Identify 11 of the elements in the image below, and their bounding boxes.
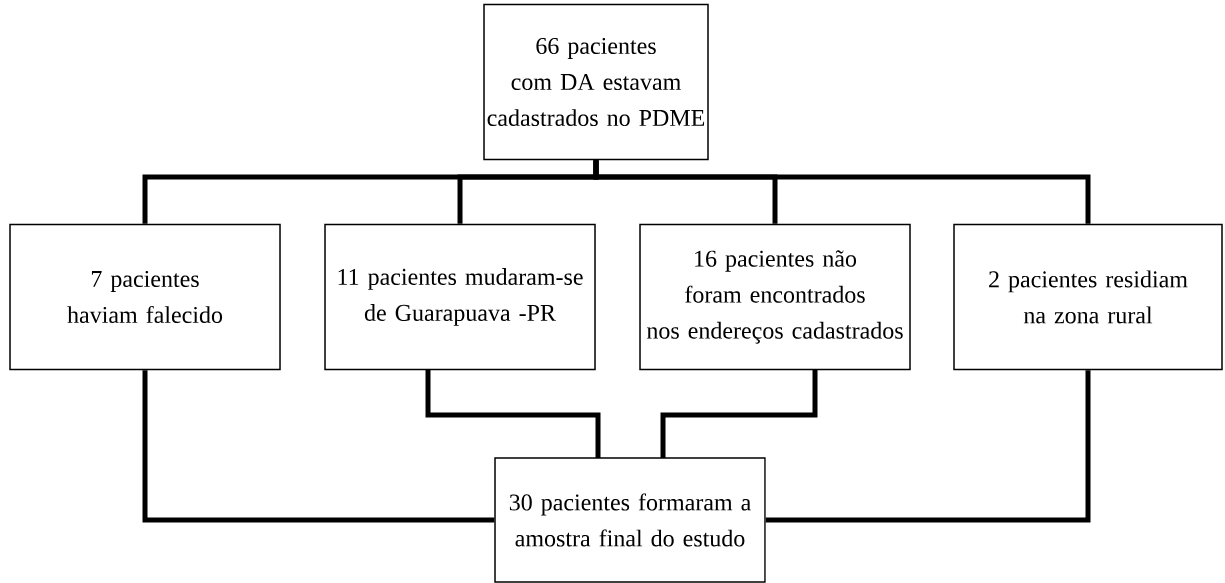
connector-line	[765, 370, 1091, 523]
process-box: 66 pacientes com DA estavam cadastrados no PDME	[483, 3, 709, 161]
process-box: 11 pacientes mudaram-se de Guarapuava -PR	[324, 223, 596, 371]
connector-line	[142, 370, 495, 523]
process-box: 30 pacientes formaram a amostra final do estudo	[494, 457, 766, 583]
connector-line	[593, 160, 1091, 224]
connector-line	[660, 369, 818, 458]
process-box: 2 pacientes residiam na zona rural	[953, 223, 1223, 371]
process-box: 7 pacientes haviam falecido	[9, 223, 281, 371]
process-box: 16 pacientes não foram encontrados nos endereços cadastrados	[639, 223, 911, 371]
connector-line	[425, 369, 601, 458]
